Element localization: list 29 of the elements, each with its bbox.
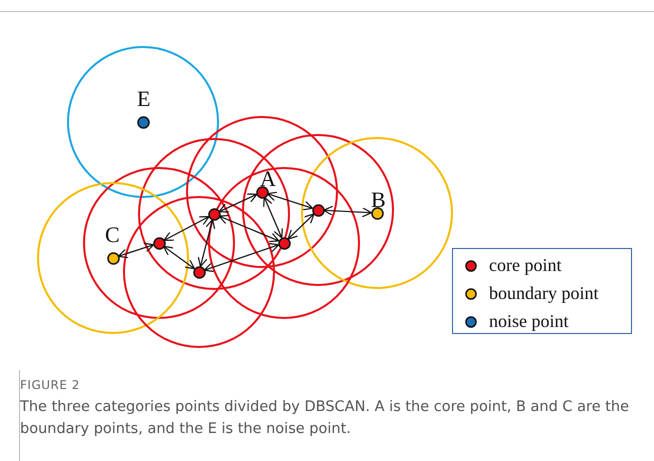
point-label: B xyxy=(371,189,386,211)
core-point xyxy=(192,266,206,278)
core-point xyxy=(256,186,268,198)
arrow xyxy=(163,216,210,241)
arrow xyxy=(323,206,372,218)
noise-point xyxy=(136,116,150,128)
boundary-point xyxy=(106,252,120,264)
boundary-point xyxy=(370,206,384,220)
arrow xyxy=(218,193,258,213)
arrow xyxy=(198,218,216,268)
legend-label: boundary point xyxy=(489,283,598,303)
arrow xyxy=(162,246,196,270)
core-point xyxy=(152,236,166,250)
legend-label: core point xyxy=(489,255,562,275)
figure-number: FIGURE 2 xyxy=(20,378,80,392)
arrow xyxy=(218,214,280,242)
core-point xyxy=(312,204,324,216)
arrow xyxy=(263,196,283,238)
point-label: A xyxy=(260,168,276,190)
caption: The three categories points divided by DBSCAN. A is the core point, B and C are the boundary points, and the E is the noise point. xyxy=(20,398,630,439)
arrow xyxy=(204,242,280,272)
arrow xyxy=(118,242,154,258)
arrow xyxy=(287,213,315,240)
core-point xyxy=(208,208,220,220)
arrow xyxy=(266,192,314,210)
legend-label: noise point xyxy=(489,311,568,331)
point-label: E xyxy=(137,88,150,110)
core-point xyxy=(278,236,290,250)
point-label: C xyxy=(105,224,120,246)
